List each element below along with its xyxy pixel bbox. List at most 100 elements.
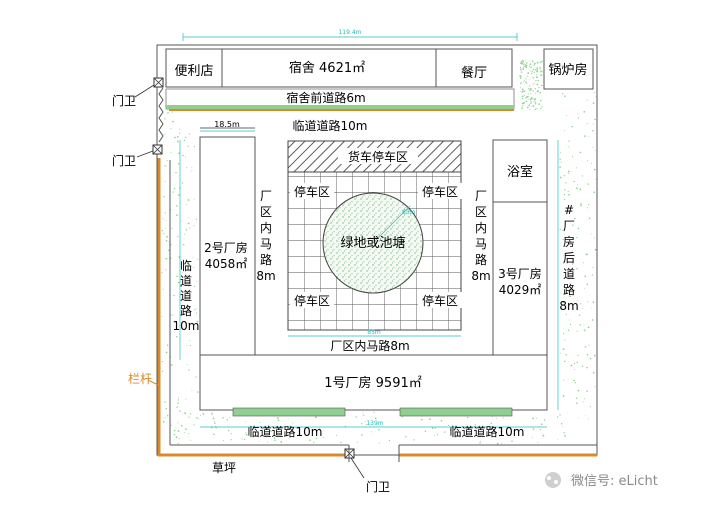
grass-speck [587, 301, 589, 303]
grass-speck [373, 411, 375, 413]
grass-speck [584, 287, 586, 289]
grass-speck [539, 68, 541, 70]
grass-speck [178, 397, 180, 399]
grass-speck [182, 154, 184, 157]
grass-speck [479, 442, 481, 444]
grass-speck [567, 172, 569, 174]
grass-speck [559, 158, 561, 160]
grass-speck [530, 93, 532, 95]
grass-speck [190, 439, 192, 441]
grass-speck [563, 175, 565, 177]
grass-speck [523, 80, 525, 82]
grass-speck [528, 87, 530, 90]
grass-speck [579, 188, 581, 191]
grass-speck [319, 427, 321, 429]
grass-speck [540, 107, 542, 110]
parking-tl-label: 停车区 [294, 184, 330, 199]
grass-speck [575, 397, 578, 400]
grass-speck [528, 104, 531, 107]
grass-speck [565, 313, 567, 315]
grass-speck [187, 145, 189, 147]
grass-speck [520, 75, 522, 77]
grass-speck [496, 417, 498, 419]
grass-speck [476, 430, 478, 432]
grass-speck [572, 263, 574, 265]
grass-speck [356, 441, 358, 443]
grass-speck [196, 281, 197, 283]
grass-speck [586, 207, 589, 209]
grass-speck [178, 438, 180, 440]
grass-speck [535, 62, 537, 64]
grass-speck [340, 441, 342, 444]
grass-speck [541, 70, 543, 72]
grass-speck [245, 432, 247, 434]
grass-speck [361, 434, 363, 436]
grass-speck [226, 419, 228, 421]
grass-speck [185, 229, 187, 231]
grass-speck [536, 83, 539, 86]
grass-speck [586, 123, 588, 125]
grass-speck [577, 354, 579, 357]
dorm-building [165, 48, 513, 88]
grass-speck [584, 346, 587, 348]
grass-speck [543, 419, 546, 421]
grass-speck [584, 275, 587, 278]
grass-speck [529, 85, 531, 87]
grass-speck [362, 411, 364, 413]
grass-speck [520, 87, 522, 89]
grass-speck [539, 66, 541, 68]
grass-speck [576, 187, 578, 190]
grass-speck [537, 79, 539, 82]
grass-speck [177, 442, 179, 445]
road-front-dorm-grass [166, 105, 514, 109]
grass-speck [184, 431, 185, 433]
grass-speck [273, 429, 275, 431]
grass-speck [501, 442, 503, 444]
grass-speck [164, 181, 166, 182]
grass-speck [578, 314, 581, 316]
grass-speck [536, 74, 538, 76]
grass-speck [591, 233, 593, 235]
grass-speck [539, 99, 542, 102]
grass-speck [532, 68, 534, 71]
grass-speck [166, 235, 168, 238]
grass-speck [177, 281, 180, 284]
grass-speck [579, 151, 582, 154]
grass-speck [503, 417, 505, 419]
grass-speck [365, 423, 367, 425]
grass-speck [586, 366, 588, 369]
grass-speck [570, 364, 573, 367]
dim-f2-width: 18.5m [214, 120, 240, 129]
grass-speck [183, 238, 185, 240]
grass-speck [193, 266, 195, 268]
grass-speck [587, 326, 590, 329]
grass-speck [530, 72, 533, 74]
grass-speck [241, 438, 243, 440]
grass-speck [583, 262, 585, 264]
grass-speck [468, 432, 470, 434]
grass-speck [378, 429, 380, 431]
grass-speck [535, 76, 538, 78]
guard-left-top-label: 门卫 [112, 93, 136, 108]
grass-speck [532, 77, 534, 79]
grass-speck [173, 433, 176, 436]
grass-speck [315, 437, 318, 440]
grass-speck [173, 187, 176, 190]
grass-speck [532, 90, 535, 92]
fence [157, 158, 349, 457]
factory-3-name: 3号厂房 [498, 266, 542, 281]
grass-speck [376, 423, 378, 425]
grass-speck [533, 63, 536, 65]
grass-speck [500, 430, 503, 432]
grass-speck [559, 228, 561, 231]
grass-speck [274, 439, 276, 441]
grass-speck [525, 97, 527, 99]
grass-speck [270, 430, 272, 432]
grass-speck [172, 191, 174, 193]
grass-speck [165, 239, 168, 242]
grass-speck [161, 360, 163, 363]
grass-speck [466, 435, 468, 437]
grass-speck [591, 163, 592, 164]
